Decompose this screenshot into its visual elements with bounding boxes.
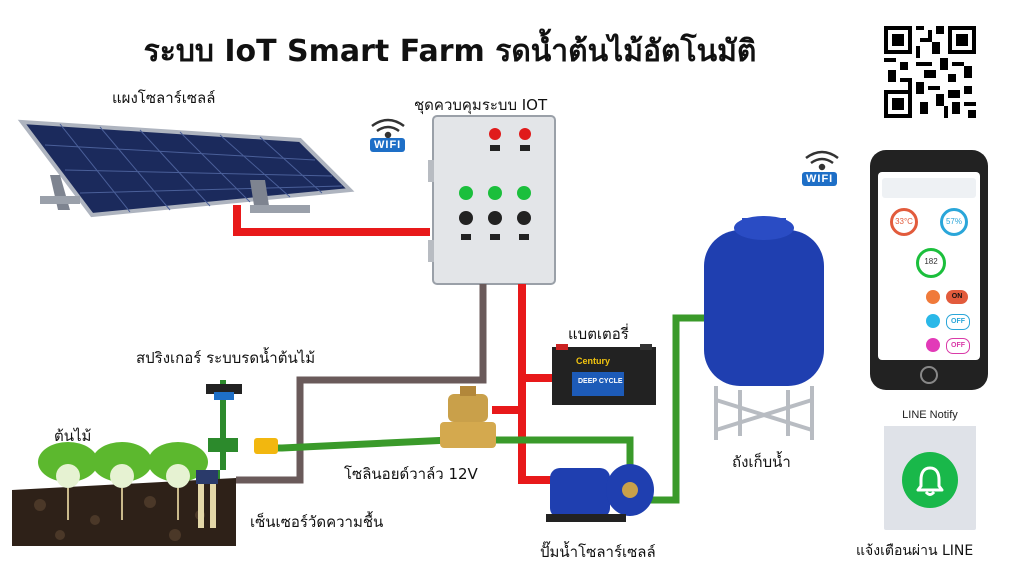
phone-home-button[interactable] [920, 366, 938, 384]
solar-panel [17, 119, 355, 218]
switch-off-2[interactable]: OFF [946, 338, 970, 354]
label-battery: แบตเตอรี่ [568, 325, 629, 343]
bell-icon [916, 466, 944, 496]
controller-box [428, 115, 556, 285]
line-notify-card: LINE Notify [884, 404, 976, 530]
plant-1 [38, 442, 98, 520]
line-notify-title: LINE Notify [884, 404, 976, 426]
plant-3 [148, 442, 208, 520]
moisture-sensor [196, 470, 218, 528]
phone-notification-bar [882, 178, 976, 198]
temp-gauge: 33°C [890, 208, 918, 236]
plant-2 [92, 442, 152, 520]
page-title: ระบบ IoT Smart Farm รดน้ำต้นไม้อัตโนมัติ [143, 34, 757, 69]
wifi-badge-controller: WIFI [370, 138, 406, 152]
solenoid-valve [440, 386, 496, 448]
label-sensor: เซ็นเซอร์วัดความชื้น [250, 513, 384, 531]
label-controller: ชุดควบคุมระบบ IOT [414, 96, 548, 114]
status-dot-pink [926, 338, 940, 352]
wifi-icon [371, 118, 839, 171]
label-line-notify: แจ้งเตือนผ่าน LINE [856, 543, 974, 559]
water-pump [546, 464, 654, 522]
smartphone: 33°C 57% 182 ON OFF OFF [870, 150, 988, 390]
switch-off-1[interactable]: OFF [946, 314, 970, 330]
moisture-gauge: 182 [916, 248, 946, 278]
battery-brand: Century [576, 356, 611, 366]
status-dot-blue [926, 314, 940, 328]
battery-type: DEEP CYCLE [578, 378, 623, 385]
status-dot-orange [926, 290, 940, 304]
phone-screen: 33°C 57% 182 ON OFF OFF [878, 172, 980, 360]
label-plant: ต้นไม้ [54, 427, 92, 445]
battery [552, 344, 656, 405]
water-tank [704, 216, 824, 440]
label-sprinkler: สปริงเกอร์ ระบบรดน้ำต้นไม้ [136, 349, 316, 367]
label-tank: ถังเก็บน้ำ [732, 453, 791, 471]
label-solenoid: โซลินอยด์วาล์ว 12V [344, 465, 478, 483]
humidity-gauge: 57% [940, 208, 968, 236]
qr-code [884, 26, 976, 118]
label-solar-panel: แผงโซลาร์เซลล์ [112, 89, 216, 107]
line-bell-circle [902, 452, 958, 508]
switch-on[interactable]: ON [946, 290, 968, 304]
wifi-badge-phone: WIFI [802, 172, 838, 186]
label-pump: ปั๊มน้ำโซลาร์เซลล์ [540, 543, 656, 561]
